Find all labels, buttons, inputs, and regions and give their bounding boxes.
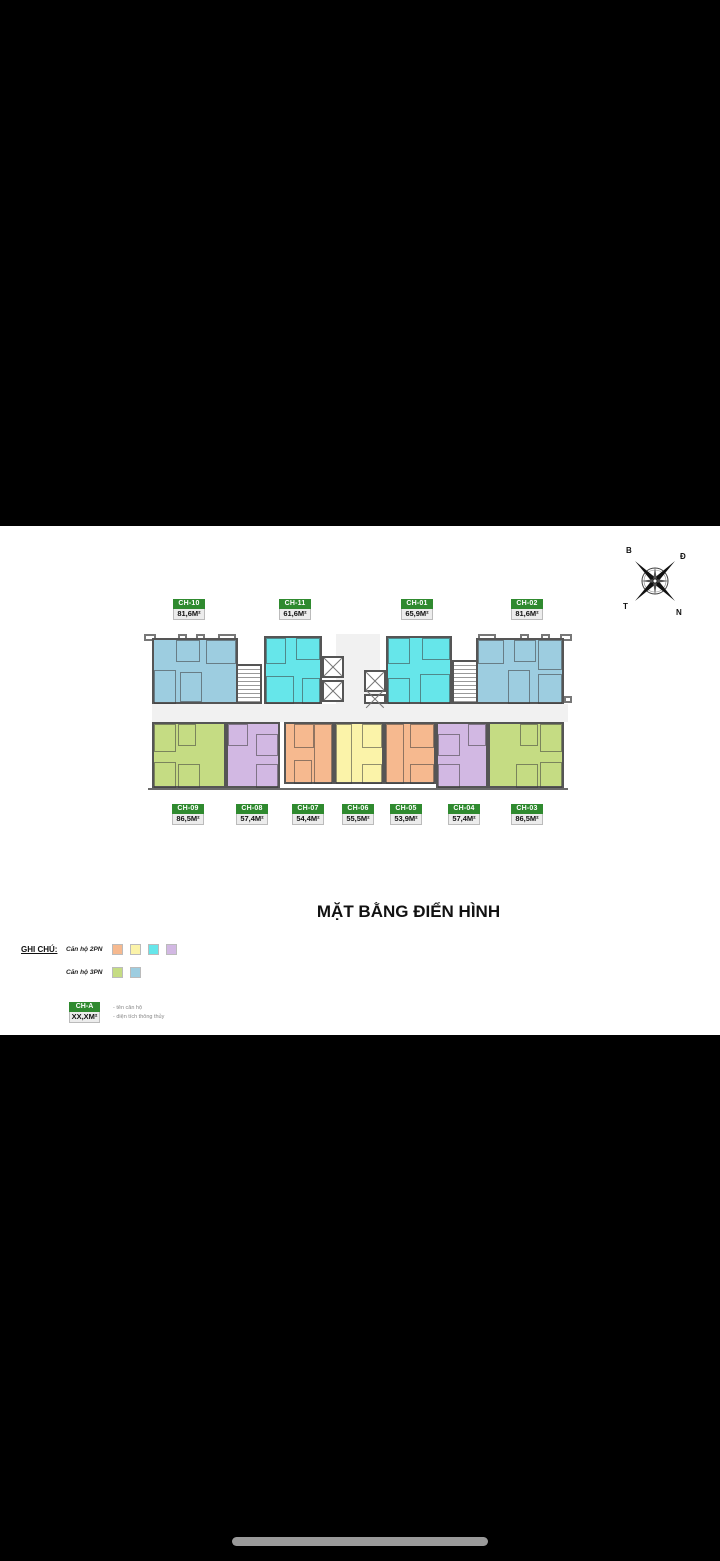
legend-sample-label: CH-A XX,XM² [69, 1002, 100, 1023]
legend-heading: GHI CHÚ: [21, 945, 58, 954]
legend-row-2pn: Căn hộ 2PN [66, 944, 184, 955]
unit-ch-01[interactable] [386, 636, 452, 704]
compass-label-b: B [626, 546, 632, 555]
balcony [564, 696, 572, 703]
swatch-green [112, 967, 123, 978]
floor-plan-sheet: B Đ T N CH-10 81,6M² CH-1 [0, 526, 720, 1035]
bottom-wall [148, 788, 568, 790]
unit-ch-09[interactable] [152, 722, 226, 788]
swatch-yellow [130, 944, 141, 955]
swatch-cyan [148, 944, 159, 955]
unit-label-ch-05: CH-05 53,9M² [390, 804, 422, 825]
compass-rose: B Đ T N [618, 546, 694, 622]
legend-notes: - tên căn hộ - diện tích thông thủy [113, 1005, 165, 1020]
stairwell-right [452, 660, 478, 704]
balcony [560, 634, 572, 641]
unit-ch-02[interactable] [476, 638, 564, 704]
lift-3 [364, 670, 386, 692]
swatch-orange [112, 944, 123, 955]
typical-floor-plan [140, 632, 572, 792]
compass-label-d: Đ [680, 552, 686, 561]
unit-label-ch-09: CH-09 86,5M² [172, 804, 204, 825]
unit-ch-11[interactable] [264, 636, 322, 704]
unit-ch-05[interactable] [384, 722, 436, 784]
unit-ch-10[interactable] [152, 638, 238, 704]
unit-ch-08[interactable] [226, 722, 280, 788]
unit-label-ch-08: CH-08 57,4M² [236, 804, 268, 825]
lift-1 [322, 656, 344, 678]
unit-ch-06[interactable] [334, 722, 384, 784]
swatch-blue [130, 967, 141, 978]
unit-ch-04[interactable] [436, 722, 488, 788]
compass-label-t: T [623, 602, 628, 611]
unit-label-ch-07: CH-07 54,4M² [292, 804, 324, 825]
stairwell-left [236, 664, 262, 704]
unit-ch-03[interactable] [488, 722, 564, 788]
compass-label-n: N [676, 608, 682, 617]
swatch-purple [166, 944, 177, 955]
unit-label-ch-10: CH-10 81,6M² [173, 599, 205, 620]
unit-ch-07[interactable] [284, 722, 334, 784]
unit-label-ch-02: CH-02 81,6M² [511, 599, 543, 620]
balcony [144, 634, 156, 641]
legend-label-2pn: Căn hộ 2PN [66, 946, 103, 953]
home-indicator[interactable] [232, 1537, 488, 1546]
lift-2 [322, 680, 344, 702]
unit-label-ch-06: CH-06 55,5M² [342, 804, 374, 825]
unit-label-ch-03: CH-03 86,5M² [511, 804, 543, 825]
compass-icon [635, 561, 675, 601]
lift-4 [364, 694, 386, 704]
unit-label-ch-04: CH-04 57,4M² [448, 804, 480, 825]
unit-label-ch-11: CH-11 61,6M² [279, 599, 311, 620]
legend-row-3pn: Căn hộ 3PN [66, 967, 148, 978]
legend-label-3pn: Căn hộ 3PN [66, 969, 103, 976]
unit-label-ch-01: CH-01 65,9M² [401, 599, 433, 620]
page-title: MẶT BẰNG ĐIỂN HÌNH [316, 902, 501, 921]
